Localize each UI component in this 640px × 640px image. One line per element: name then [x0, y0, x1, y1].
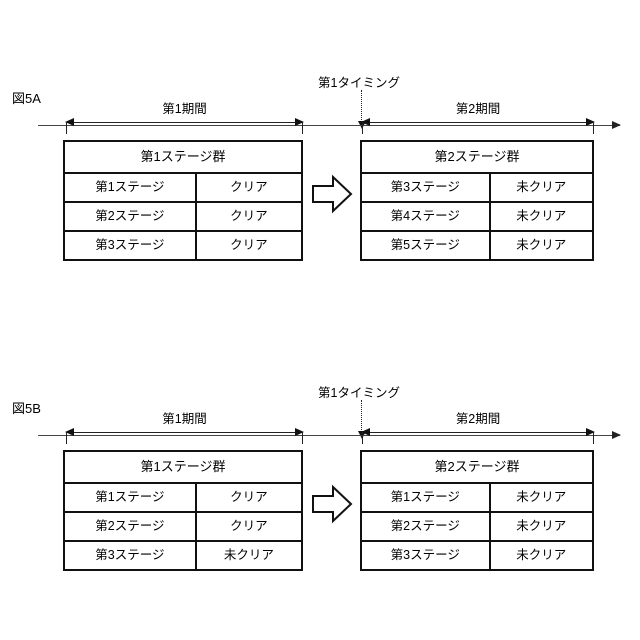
- stage-name-cell: 第2ステージ: [65, 203, 197, 230]
- figure-5a-timing-label: 第1タイミング: [318, 76, 400, 90]
- table-header: 第2ステージ群: [362, 452, 592, 484]
- figure-5b-period-2-span: [361, 427, 595, 444]
- stage-status-cell: クリア: [230, 238, 268, 252]
- table-row: 第4ステージ 未クリア: [362, 203, 592, 232]
- right-block-arrow-icon: [310, 483, 354, 525]
- span-tick-right: [302, 122, 303, 134]
- arrow-right-icon: [586, 117, 595, 126]
- arrow-left-icon: [65, 427, 74, 436]
- span-tick-left: [362, 122, 363, 134]
- stage-name-cell: 第3ステージ: [65, 542, 197, 569]
- stage-status-cell: 未クリア: [516, 548, 567, 562]
- stage-status-cell: 未クリア: [223, 548, 274, 562]
- figure-5a-stage-group-2-table: 第2ステージ群 第3ステージ 未クリア 第4ステージ 未クリア 第5ステージ 未…: [360, 140, 594, 261]
- figure-5b: 図5B 第1タイミング 第1期間 第2期間 第1ステージ群 第1ステージ クリア…: [0, 370, 640, 585]
- figure-5b-timing-label: 第1タイミング: [318, 386, 400, 400]
- figure-5a-period-2-label: 第2期間: [455, 102, 501, 116]
- figure-5a-stage-group-1-table: 第1ステージ群 第1ステージ クリア 第2ステージ クリア 第3ステージ クリア: [63, 140, 303, 261]
- figure-5b-label: 図5B: [12, 401, 41, 416]
- stage-name-cell: 第3ステージ: [65, 232, 197, 259]
- table-row: 第3ステージ 未クリア: [362, 174, 592, 203]
- figure-5b-timeline-axis: [38, 431, 621, 439]
- stage-name-cell: 第3ステージ: [362, 174, 491, 201]
- right-block-arrow-icon: [310, 173, 354, 215]
- stage-name-cell: 第5ステージ: [362, 232, 491, 259]
- table-row: 第3ステージ 未クリア: [65, 542, 301, 569]
- span-tick-right: [593, 432, 594, 444]
- table-header: 第2ステージ群: [362, 142, 592, 174]
- arrow-right-icon: [295, 117, 304, 126]
- table-row: 第5ステージ 未クリア: [362, 232, 592, 259]
- stage-name-cell: 第4ステージ: [362, 203, 491, 230]
- arrow-right-icon: [295, 427, 304, 436]
- figure-5a-period-2-span: [361, 117, 595, 134]
- stage-name-cell: 第1ステージ: [65, 174, 197, 201]
- stage-status-cell: 未クリア: [516, 490, 567, 504]
- table-row: 第3ステージ 未クリア: [362, 542, 592, 569]
- stage-status-cell: 未クリア: [516, 519, 567, 533]
- span-tick-right: [593, 122, 594, 134]
- stage-status-cell: クリア: [230, 180, 268, 194]
- stage-name-cell: 第3ステージ: [362, 542, 491, 569]
- table-header: 第1ステージ群: [65, 142, 301, 174]
- table-row: 第1ステージ クリア: [65, 484, 301, 513]
- table-row: 第2ステージ クリア: [65, 513, 301, 542]
- figure-5b-period-1-label: 第1期間: [162, 412, 207, 426]
- figure-5b-stage-group-1-table: 第1ステージ群 第1ステージ クリア 第2ステージ クリア 第3ステージ 未クリ…: [63, 450, 303, 571]
- table-row: 第2ステージ 未クリア: [362, 513, 592, 542]
- stage-status-cell: 未クリア: [516, 180, 567, 194]
- figure-5b-stage-group-2-table: 第2ステージ群 第1ステージ 未クリア 第2ステージ 未クリア 第3ステージ 未…: [360, 450, 594, 571]
- span-tick-left: [66, 432, 67, 444]
- figure-5b-period-1-span: [65, 427, 304, 444]
- table-row: 第3ステージ クリア: [65, 232, 301, 259]
- stage-status-cell: クリア: [230, 519, 268, 533]
- stage-name-cell: 第2ステージ: [362, 513, 491, 540]
- figure-5a-period-1-label: 第1期間: [162, 102, 207, 116]
- span-tick-left: [362, 432, 363, 444]
- span-tick-left: [66, 122, 67, 134]
- stage-name-cell: 第2ステージ: [65, 513, 197, 540]
- arrow-right-icon: [586, 427, 595, 436]
- figure-5b-period-2-label: 第2期間: [455, 412, 501, 426]
- figure-5a-timeline-axis: [38, 121, 621, 129]
- figure-5a: 図5A 第1タイミング 第1期間 第2期間 第1ステージ群 第1ステージ クリア…: [0, 60, 640, 280]
- figure-5a-label: 図5A: [12, 91, 41, 106]
- stage-status-cell: 未クリア: [516, 209, 567, 223]
- table-row: 第1ステージ 未クリア: [362, 484, 592, 513]
- stage-status-cell: クリア: [230, 209, 268, 223]
- span-tick-right: [302, 432, 303, 444]
- stage-name-cell: 第1ステージ: [65, 484, 197, 511]
- arrow-left-icon: [361, 117, 370, 126]
- stage-name-cell: 第1ステージ: [362, 484, 491, 511]
- table-row: 第2ステージ クリア: [65, 203, 301, 232]
- table-header: 第1ステージ群: [65, 452, 301, 484]
- table-row: 第1ステージ クリア: [65, 174, 301, 203]
- stage-status-cell: 未クリア: [516, 238, 567, 252]
- arrow-left-icon: [361, 427, 370, 436]
- stage-status-cell: クリア: [230, 490, 268, 504]
- figure-5a-period-1-span: [65, 117, 304, 134]
- arrow-left-icon: [65, 117, 74, 126]
